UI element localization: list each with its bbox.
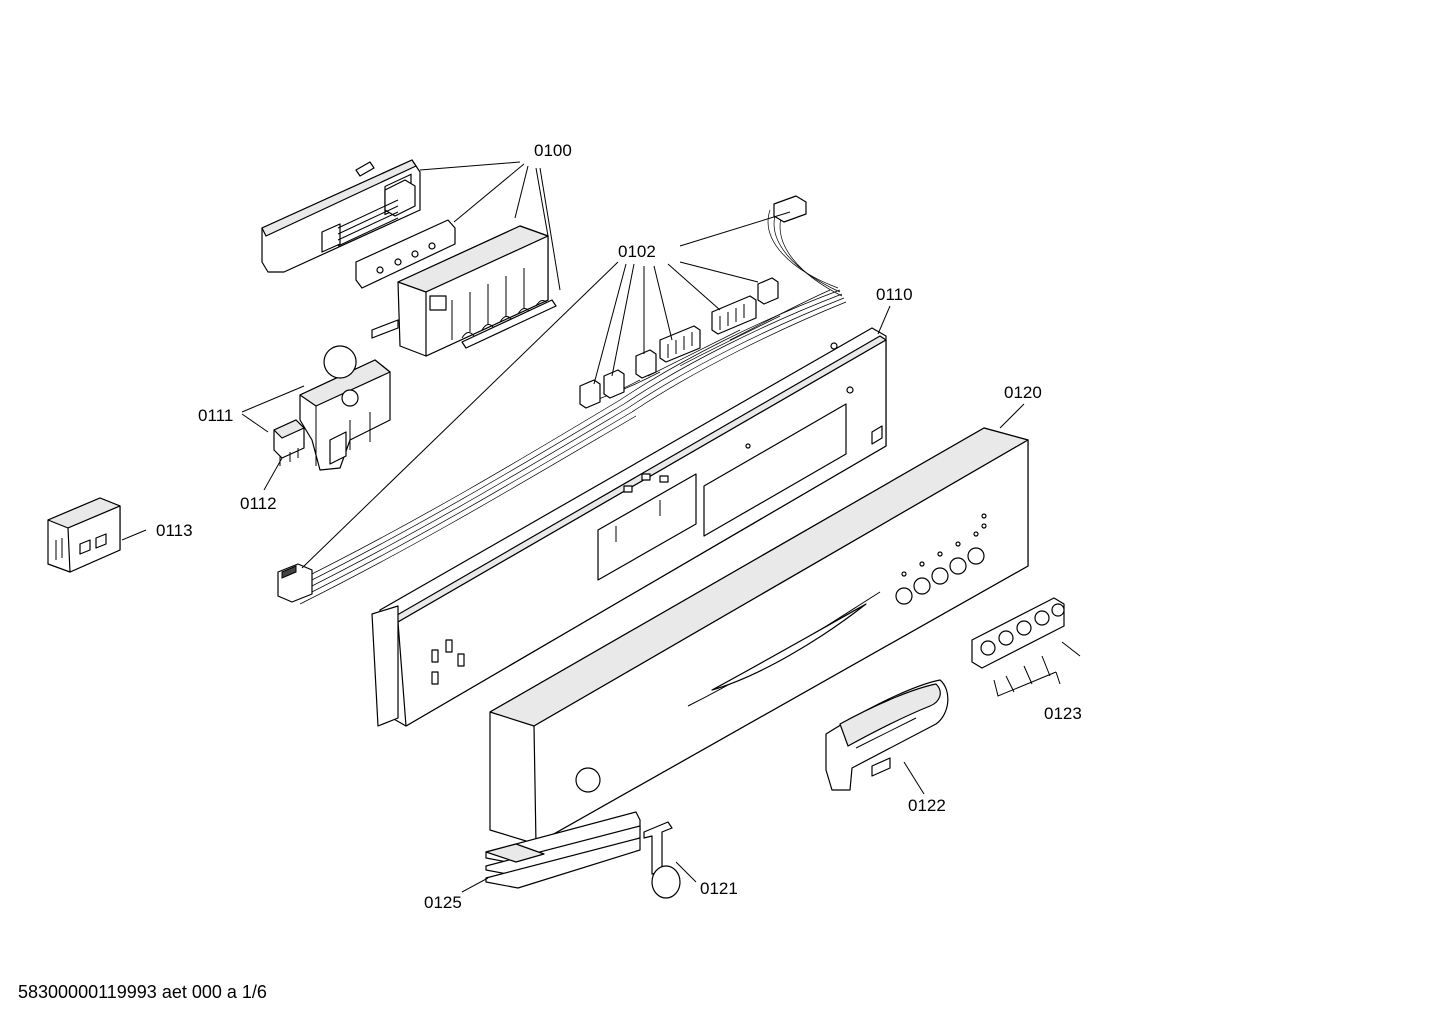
part-0123-button-set [971, 597, 1065, 669]
label-0111: 0111 [198, 406, 233, 425]
leader-lines [121, 161, 1081, 893]
label-0123: 0123 [1044, 704, 1082, 723]
label-0121: 0121 [700, 879, 738, 898]
label-0113: 0113 [156, 521, 193, 540]
label-0102: 0102 [618, 242, 656, 261]
part-0113-switch [47, 497, 121, 573]
part-0110-panel-frame [371, 327, 887, 727]
part-0100-electronic-module [261, 159, 557, 357]
part-0111-door-lock [299, 345, 391, 471]
part-0120-fascia [489, 427, 1029, 845]
part-0102-cable-harness [277, 195, 847, 605]
label-0100: 0100 [534, 141, 572, 160]
label-0120: 0120 [1004, 383, 1042, 402]
part-0121-button [643, 821, 681, 899]
label-0122: 0122 [908, 796, 946, 815]
label-0112: 0112 [240, 494, 277, 513]
part-0122-handle [825, 679, 949, 791]
document-reference-footer: 58300000119993 aet 000 a 1/6 [18, 982, 267, 1002]
label-0125: 0125 [424, 893, 462, 912]
part-0112-micro-switch [273, 419, 305, 466]
part-0125-seal-strips [485, 811, 641, 889]
label-0110: 0110 [876, 285, 913, 304]
